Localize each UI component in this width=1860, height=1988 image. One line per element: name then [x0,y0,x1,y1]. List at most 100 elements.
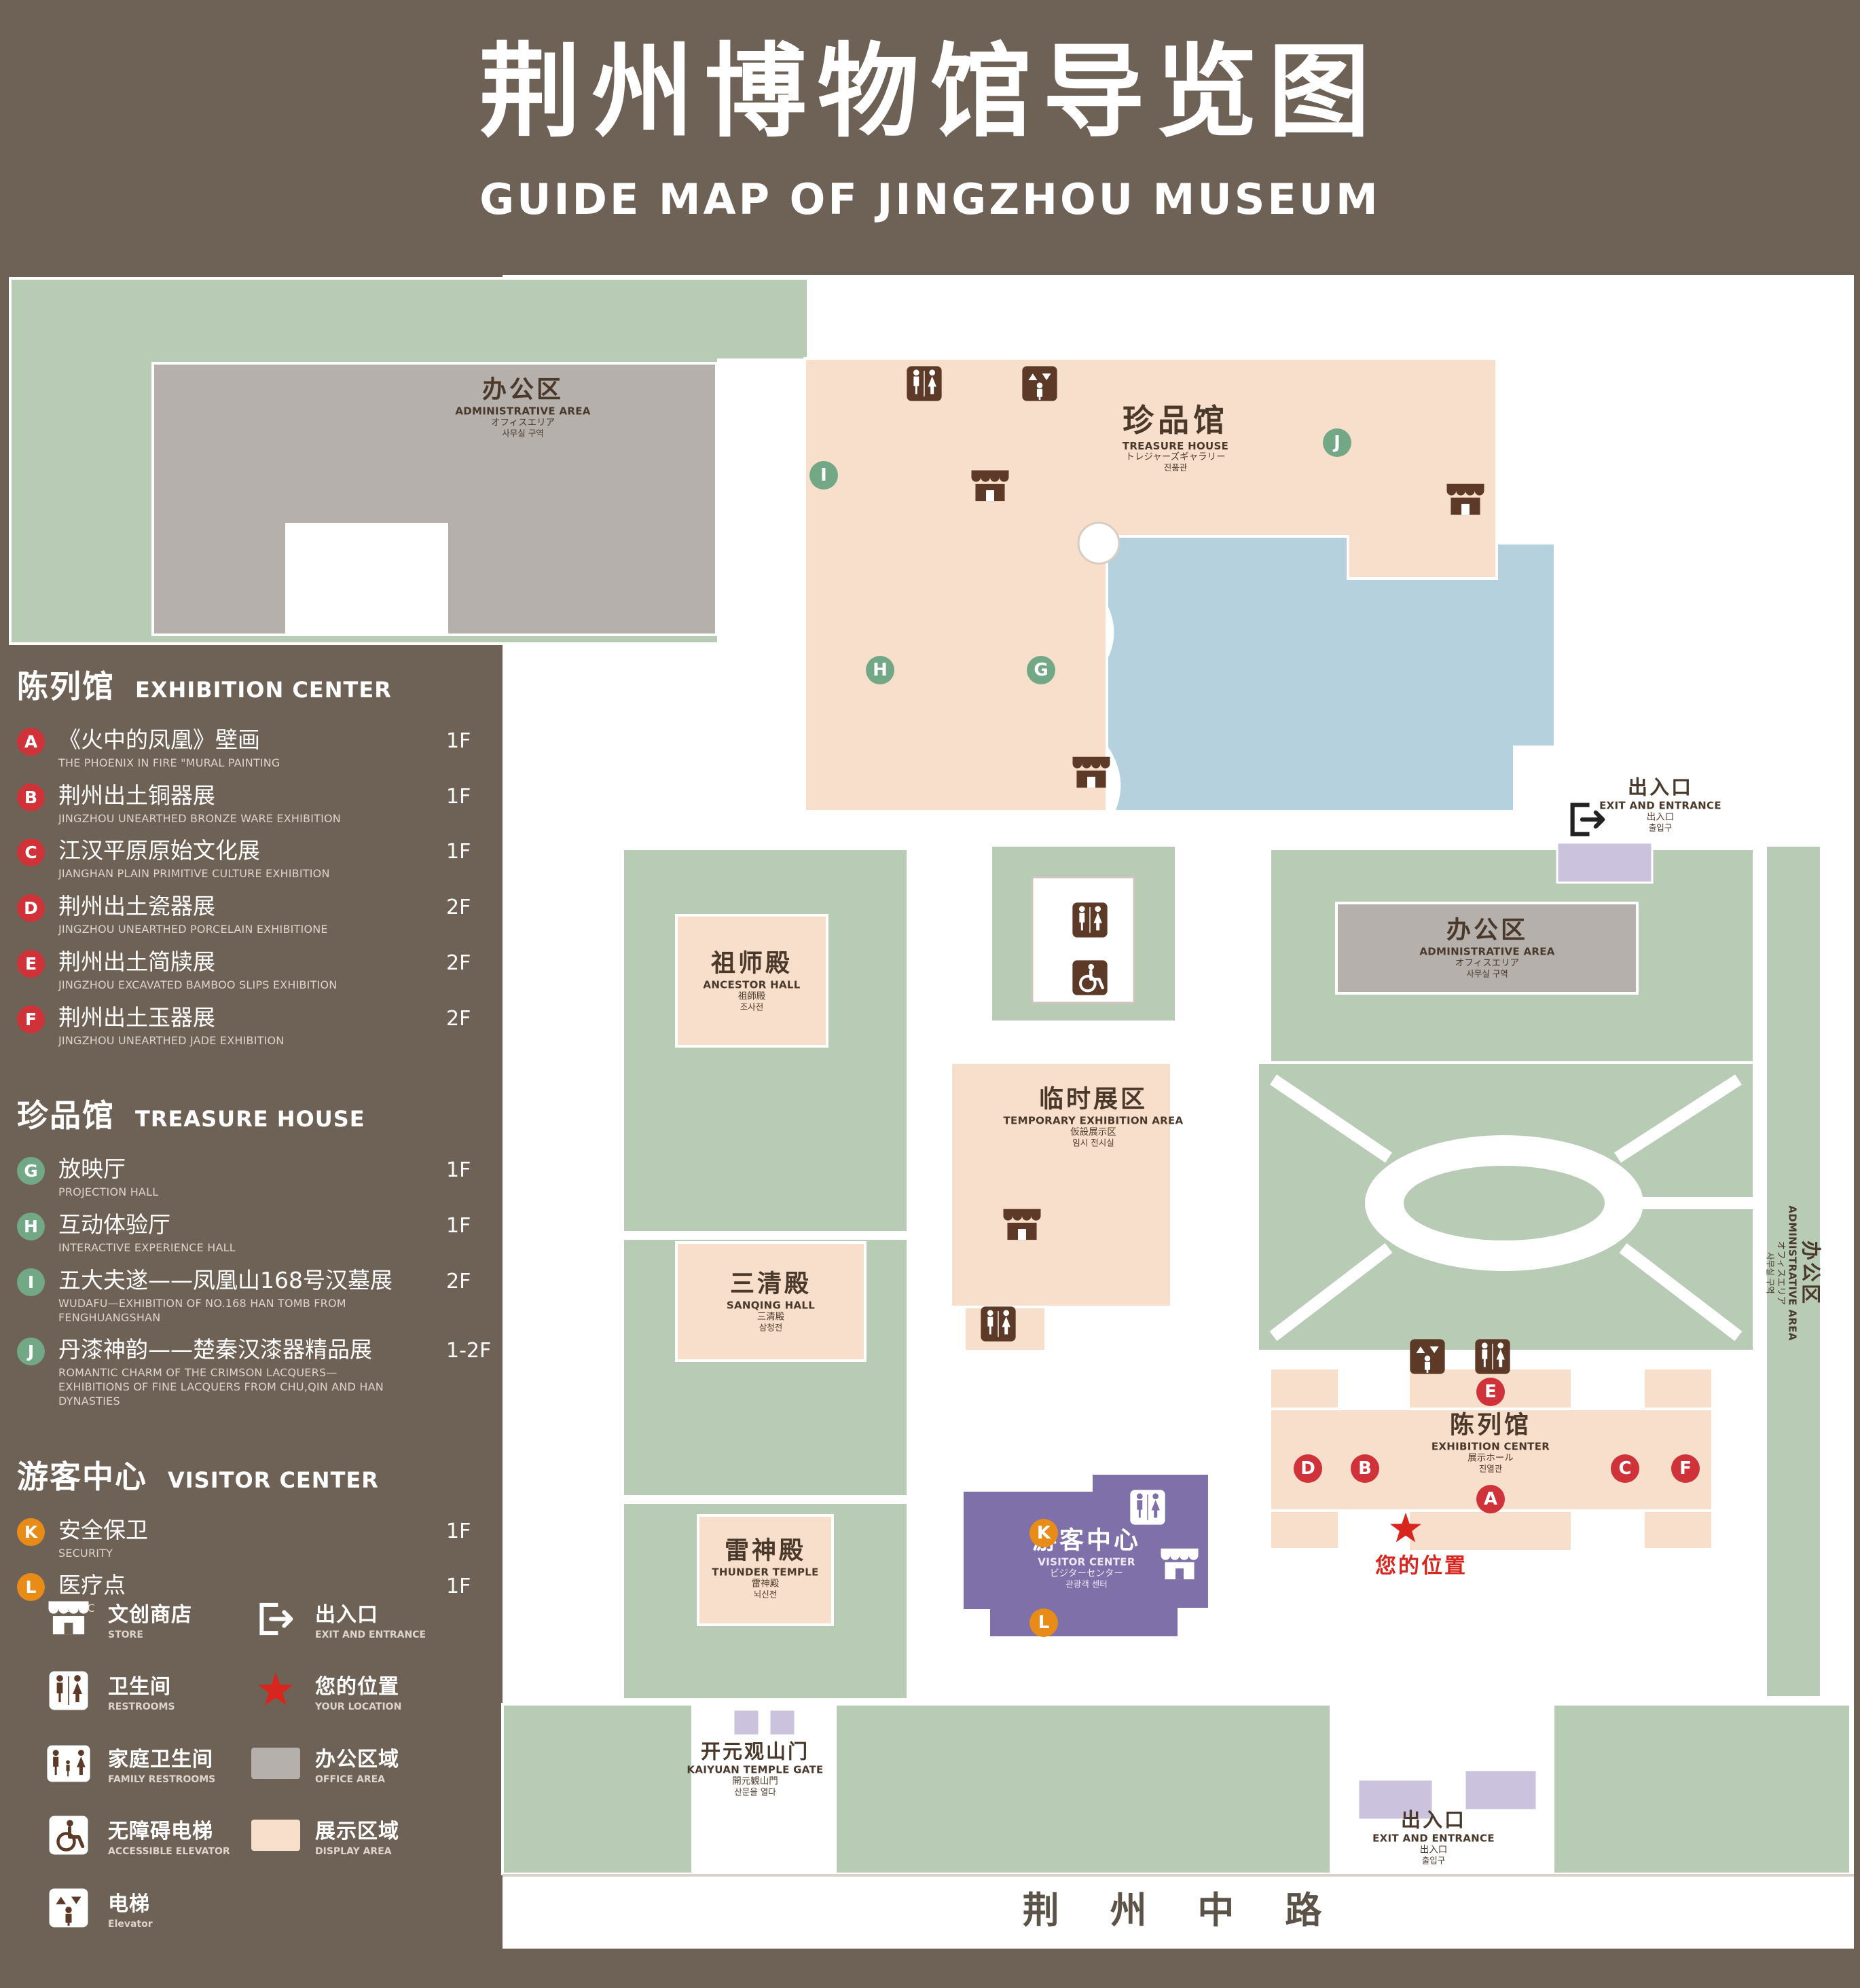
legend-symbol-name-en: ACCESSIBLE ELEVATOR [108,1845,230,1857]
map-label-line: ADMINISTRATIVE AREA [1786,1205,1799,1341]
display-area-swatch [251,1820,300,1851]
lawn-admin-east-strip [1764,844,1823,1699]
map-label-line: 珍品馆 [1122,401,1228,439]
map-label-line: 관광객 센터 [1065,1579,1108,1589]
legend-item-badge: K [17,1517,45,1546]
map-label-line: 출입구 [1421,1855,1446,1866]
legend-symbol-name-en: DISPLAY AREA [315,1845,392,1857]
legend-item-name-en: INTERACTIVE EXPERIENCE HALL [58,1241,236,1255]
map-label-line: 삼청전 [759,1322,783,1333]
map-label-line: 出入口 [1646,811,1675,823]
legend-item-name-zh: 放映厅 [58,1156,126,1183]
legend-item-badge: L [17,1573,45,1602]
elevator-icon [1021,365,1058,402]
road-edge [503,1874,1854,1877]
restroom-icon [1474,1338,1511,1375]
map-label-line: 荆 州 中 路 [1022,1888,1341,1932]
legend-item-name-zh: 安全保卫 [58,1516,148,1543]
restroom-icon [980,1306,1017,1342]
map-label-line: 사무실 구역 [502,428,544,439]
legend-section-title-en: TREASURE HOUSE [135,1106,365,1133]
legend-item-name-zh: 江汉平原原始文化展 [58,837,260,864]
map-marker-F: F [1671,1454,1700,1483]
legend-item-name-en: JINGZHOU UNEARTHED PORCELAIN EXHIBITIONE [58,923,328,936]
store-icon [970,468,1010,506]
admin-northwest-courtyard [285,523,448,635]
legend-item-name-zh: 互动体验厅 [58,1211,170,1238]
legend-item-name-en: THE PHOENIX IN FIRE "MURAL PAINTING [58,756,280,769]
legend-item-name-en: JINGZHOU UNEARTHED JADE EXHIBITION [58,1033,285,1047]
restroom-icon [906,365,943,402]
map-marker-A: A [1476,1485,1505,1513]
map-marker-E: E [1476,1378,1505,1406]
legend-item-floor: 1F [446,784,471,809]
legend-item-floor: 2F [446,1269,471,1293]
legend-symbol-name-zh: 出入口 [315,1602,378,1627]
legend-item-name-zh: 荆州出土铜器展 [58,781,215,809]
legend-item-badge: H [17,1213,45,1241]
exit-icon [251,1596,300,1642]
legend-item-name-zh: 荆州出土玉器展 [58,1004,215,1031]
legend-symbol-name-en: YOUR LOCATION [315,1701,402,1712]
legend-symbol-name-zh: 文创商店 [108,1602,192,1627]
map-label-line: 진열관 [1478,1463,1503,1474]
legend-item-floor: 2F [446,951,471,975]
map-label-line: 祖师殿 [710,949,792,978]
map-label-line: VISITOR CENTER [1038,1556,1135,1568]
store-icon [44,1596,93,1642]
family-icon [44,1740,93,1786]
map-label-line: ANCESTOR HALL [703,978,801,991]
building-admin-mid [1335,902,1639,995]
legend-item-name-zh: 丹漆神韵——楚秦汉漆器精品展 [58,1336,372,1363]
restroom-icon [1072,902,1108,938]
map-label-line: 办公区 [1446,916,1528,944]
map-marker-C: C [1611,1454,1639,1483]
legend-item-name-en: JIANGHAN PLAIN PRIMITIVE CULTURE EXHIBIT… [58,867,330,881]
map-label-line: 仮設展示区 [1070,1126,1116,1138]
office-area-swatch [251,1748,300,1779]
map-label-line: THUNDER TEMPLE [712,1566,819,1579]
map-label-line: 開元観山門 [732,1775,778,1787]
legend-symbol-name-zh: 您的位置 [315,1674,399,1699]
building-entrance-south-b [1463,1769,1538,1811]
lawn-south-west [501,1703,694,1875]
map-marker-G: G [1027,656,1055,684]
legend-symbol-name-zh: 卫生间 [108,1674,171,1699]
map-label-your-location: 您的位置 [1375,1554,1467,1579]
map-label-line: オフィスエリア [1775,1240,1787,1306]
garden-paths [1269,1074,1754,1342]
star-icon [1388,1511,1423,1547]
title-block: 荆州博物馆导览图 GUIDE MAP OF JINGZHOU MUSEUM [0,10,1860,224]
map-marker-K: K [1029,1519,1058,1547]
map-label-line: 산문을 열다 [734,1786,776,1797]
map-label-line: 临时展区 [1038,1085,1148,1113]
map-label-road: 荆 州 中 路 [1023,1890,1341,1931]
building-temporary-exhibition [949,1061,1173,1308]
legend-symbol-star: 您的位置 YOUR LOCATION [251,1668,401,1714]
store-icon [1071,755,1112,792]
map-marker-D: D [1294,1454,1322,1483]
legend-item-badge: E [17,949,45,978]
legend-item-name-zh: 荆州出土简牍展 [58,948,215,975]
legend-item-name-en: ROMANTIC CHARM OF THE CRIMSON LACQUERS—E… [58,1366,384,1407]
legend-symbol-name-en: Elevator [108,1918,153,1930]
